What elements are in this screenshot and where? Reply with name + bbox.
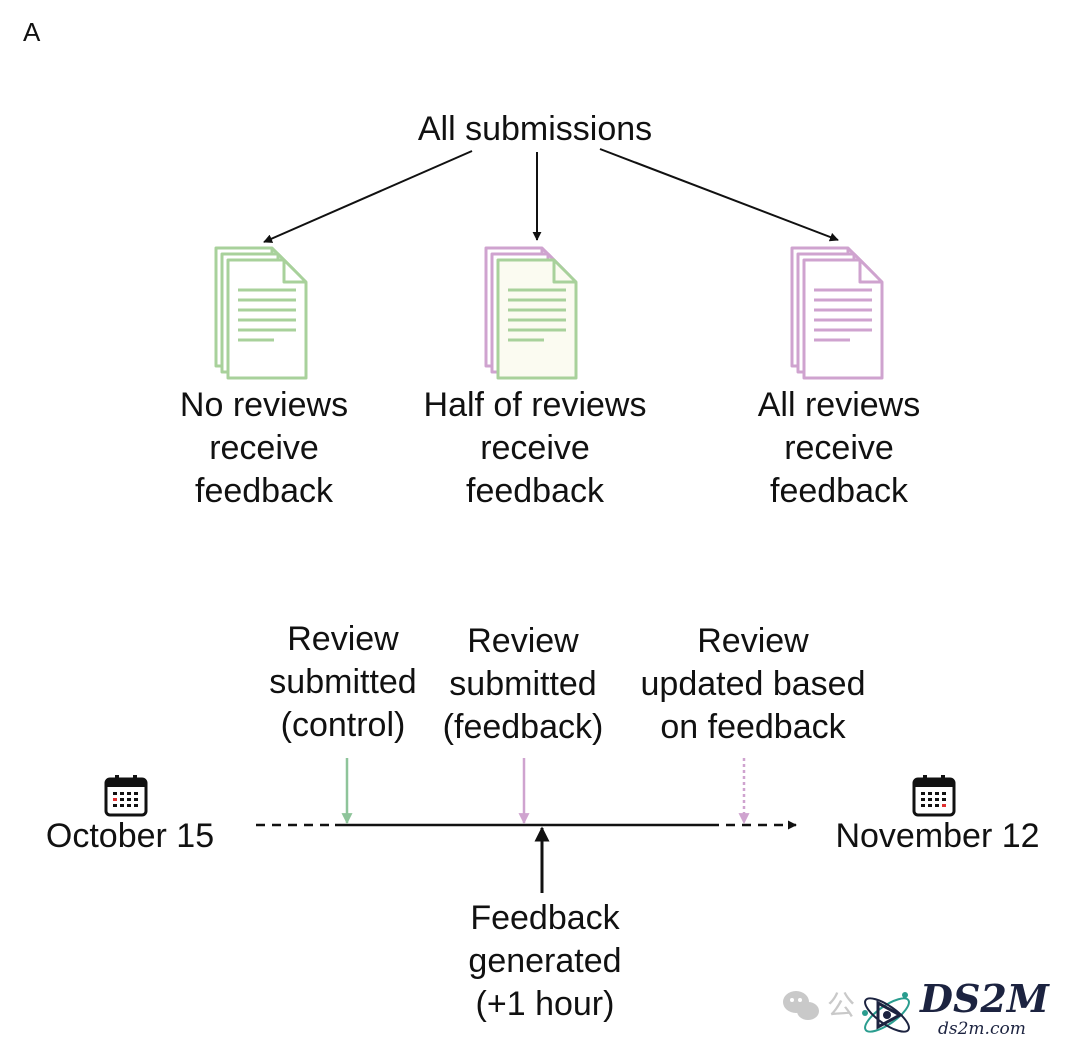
arrow-to-all-reviews — [599, 148, 839, 242]
group-label-line: No reviews — [179, 386, 349, 424]
feedback-label-line: generated — [468, 942, 622, 980]
event-label-update: Review updated based on feedback — [628, 620, 878, 749]
document-page-fold — [858, 260, 882, 284]
group-label-line: receive — [209, 429, 319, 467]
event-label-line: submitted — [449, 665, 597, 703]
event-label-line: (feedback) — [442, 708, 604, 746]
root-label: All submissions — [417, 110, 653, 148]
document-stack-icon — [484, 246, 578, 380]
arrow-to-no-reviews — [263, 150, 473, 243]
document-page-fold — [282, 260, 306, 284]
event-label-line: Review — [287, 620, 399, 658]
watermark-glyph: 公 — [827, 989, 856, 1022]
group-label-line: receive — [480, 429, 590, 467]
watermark-url: ds2m.com — [938, 1019, 1026, 1039]
group-label-line: feedback — [770, 472, 908, 510]
event-label-line: Review — [467, 622, 579, 660]
group-label-line: receive — [784, 429, 894, 467]
event-label-feedback: Review submitted (feedback) — [418, 620, 628, 749]
event-label-line: on feedback — [660, 708, 846, 746]
event-label-line: updated based — [640, 665, 866, 703]
event-label-line: Review — [697, 622, 809, 660]
group-label-none: No reviews receive feedback — [139, 384, 389, 513]
feedback-generated-label: Feedback generated (+1 hour) — [440, 897, 650, 1026]
group-label-line: All reviews — [757, 386, 921, 424]
group-label-half: Half of reviews receive feedback — [395, 384, 675, 513]
start-date-label: October 15 — [45, 817, 215, 855]
document-stack-icon — [214, 246, 308, 380]
feedback-label-line: Feedback — [470, 899, 620, 937]
group-label-all: All reviews receive feedback — [714, 384, 964, 513]
document-stack-icon — [790, 246, 884, 380]
event-label-line: submitted — [269, 663, 417, 701]
calendar-icon — [912, 775, 956, 817]
ds2m-logo-icon — [862, 992, 910, 1033]
panel-label: A — [23, 17, 41, 47]
feedback-label-line: (+1 hour) — [475, 985, 615, 1023]
event-label-line: (control) — [280, 706, 406, 744]
wechat-icon — [783, 991, 819, 1020]
group-label-line: feedback — [195, 472, 333, 510]
calendar-icon — [104, 775, 148, 817]
watermark-brand: DS2M — [920, 976, 1049, 1021]
event-label-control: Review submitted (control) — [238, 618, 448, 747]
end-date-label: November 12 — [835, 817, 1040, 855]
document-page-fold — [552, 260, 576, 284]
group-label-line: Half of reviews — [423, 386, 647, 424]
group-label-line: feedback — [466, 472, 604, 510]
